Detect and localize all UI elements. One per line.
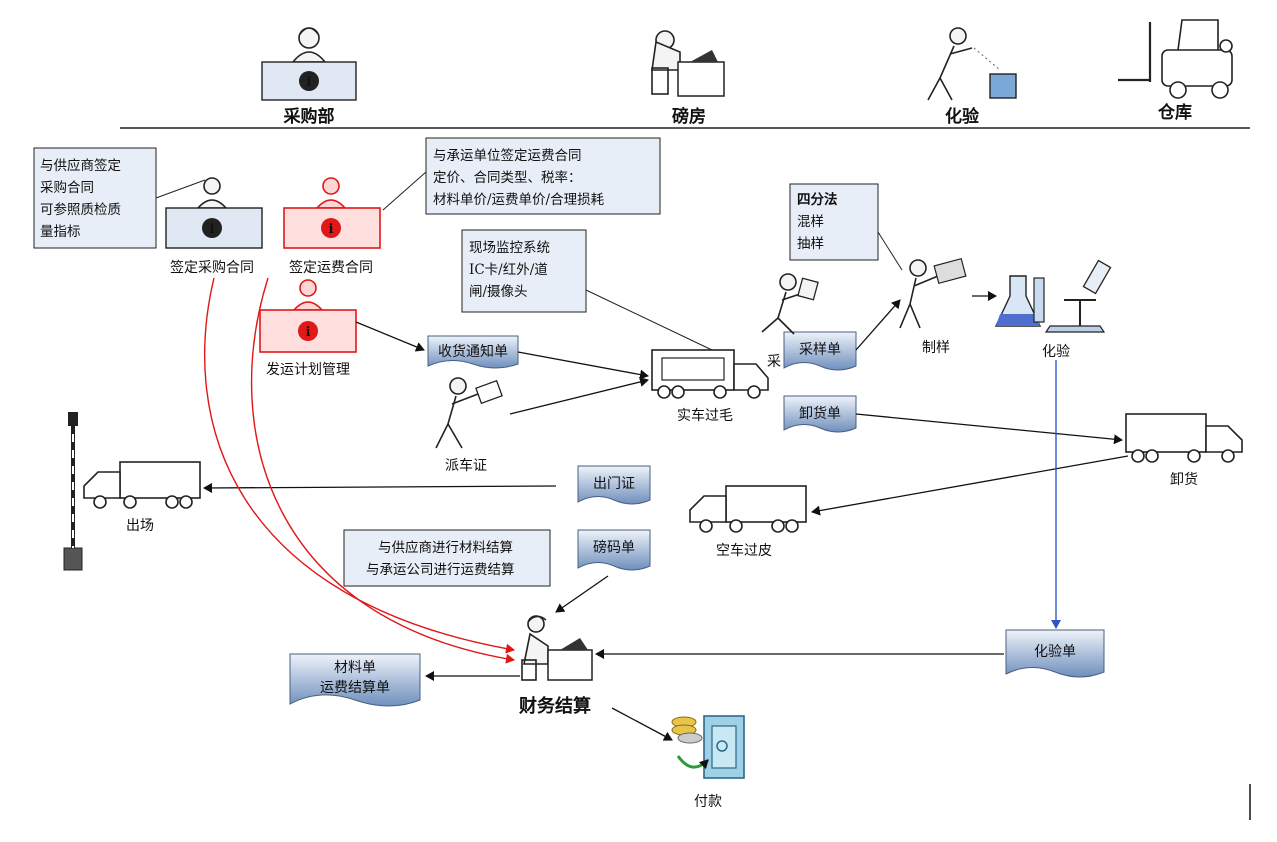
arrow-notice-to-weigh	[517, 351, 649, 380]
svg-text:采购合同: 采购合同	[40, 180, 94, 196]
svg-text:i: i	[329, 222, 334, 237]
svg-text:定价、合同类型、税率：: 定价、合同类型、税率：	[433, 169, 582, 186]
svg-text:i: i	[210, 222, 215, 237]
purchase-dept-icon: i	[261, 27, 357, 101]
dept-weighhouse: 磅房	[672, 106, 706, 127]
barrier-gate-icon	[63, 412, 83, 571]
payment-safe-icon	[671, 715, 745, 779]
svg-text:卸货单: 卸货单	[799, 405, 841, 422]
arrow-weighslip-to-finance	[555, 575, 609, 613]
note-quartering: 四分法 混样 抽样	[789, 183, 879, 261]
label-finance: 财务结算	[519, 695, 591, 717]
svg-text:现场监控系统: 现场监控系统	[469, 240, 550, 256]
doc-lab-sheet: 化验单	[1005, 629, 1105, 678]
svg-text:材料单价/运费单价/合理损耗: 材料单价/运费单价/合理损耗	[433, 192, 605, 208]
label-sign-freight: 签定运费合同	[289, 259, 373, 276]
label-exit-yard: 出场	[126, 518, 154, 534]
svg-text:运费结算单: 运费结算单	[320, 680, 390, 696]
sign-freight-desk: i	[283, 177, 381, 249]
arrow-gatepass-to-exit	[203, 482, 557, 493]
sampler-running-icon	[761, 273, 819, 335]
svg-text:量指标: 量指标	[40, 224, 81, 240]
truck-loaded-weigh-icon	[651, 349, 769, 399]
weighhouse-dept-icon	[651, 30, 725, 97]
sign-purchase-desk: i	[165, 177, 263, 249]
svg-text:化验单: 化验单	[1034, 644, 1076, 660]
lab-equipment-icon	[994, 259, 1112, 333]
truck-empty-weigh-icon	[689, 485, 807, 533]
arrow-sample-to-prep	[855, 299, 901, 351]
svg-text:与承运公司进行运费结算: 与承运公司进行运费结算	[366, 562, 515, 578]
doc-material-sheet: 材料单 运费结算单	[289, 653, 421, 707]
label-payment: 付款	[694, 794, 722, 810]
note-monitoring: 现场监控系统 IC卡/红外/道 闸/摄像头	[461, 229, 587, 313]
arrow-freight-contract-to-finance	[251, 277, 515, 664]
note-carrier-contract: 与承运单位签定运费合同 定价、合同类型、税率： 材料单价/运费单价/合理损耗	[425, 137, 661, 215]
dept-purchase: 采购部	[283, 106, 335, 127]
svg-text:收货通知单: 收货通知单	[438, 343, 508, 360]
label-loaded-weigh: 实车过毛	[677, 407, 733, 424]
svg-text:磅码单: 磅码单	[593, 539, 635, 556]
label-lab-test: 化验	[1042, 344, 1070, 360]
doc-sampling-sheet: 采样单	[783, 331, 857, 371]
label-unload: 卸货	[1170, 471, 1198, 488]
svg-text:材料单: 材料单	[334, 660, 376, 676]
dispatch-person-icon	[435, 377, 503, 449]
forklift-icon	[1118, 19, 1233, 99]
finance-worker-icon	[521, 615, 593, 681]
sample-prep-person-icon	[899, 257, 967, 329]
truck-unload-icon	[1125, 413, 1243, 463]
label-dispatch: 派车证	[445, 457, 487, 474]
doc-weigh-slip: 磅码单	[577, 529, 651, 571]
svg-text:可参照质检质: 可参照质检质	[40, 201, 121, 218]
svg-text:与承运单位签定运费合同: 与承运单位签定运费合同	[433, 147, 582, 164]
svg-text:采样单: 采样单	[799, 342, 841, 358]
label-sampling-partial: 采	[767, 354, 781, 370]
truck-exit-icon	[83, 461, 201, 509]
svg-text:IC卡/红外/道: IC卡/红外/道	[469, 262, 548, 278]
svg-text:与供应商进行材料结算: 与供应商进行材料结算	[378, 539, 513, 556]
arrow-purchase-contract-to-finance	[204, 277, 515, 654]
label-empty-weigh: 空车过皮	[716, 542, 772, 559]
svg-text:i: i	[306, 325, 311, 340]
svg-text:闸/摄像头: 闸/摄像头	[469, 284, 528, 300]
arrow-unload-sheet-to-unload	[855, 413, 1123, 445]
label-sample-prep: 制样	[922, 340, 950, 356]
note-supplier-contract: 与供应商签定 采购合同 可参照质检质 量指标	[33, 147, 157, 249]
arrow-finance-to-payment	[611, 707, 673, 741]
label-shipping-plan: 发运计划管理	[266, 362, 350, 378]
svg-text:混样: 混样	[797, 214, 824, 230]
shipping-plan-desk: i	[259, 279, 357, 353]
svg-text:i: i	[307, 75, 312, 90]
arrow-unload-to-empty	[811, 455, 1129, 516]
svg-text:出门证: 出门证	[593, 476, 635, 492]
doc-gate-pass: 出门证	[577, 465, 651, 505]
arrow-plan-to-notice	[355, 321, 425, 352]
doc-receipt-notice: 收货通知单	[427, 335, 519, 369]
dept-warehouse: 仓库	[1157, 102, 1192, 123]
arrow-dispatch-to-weigh	[509, 377, 649, 415]
label-sign-purchase: 签定采购合同	[170, 259, 254, 276]
note-settlement: 与供应商进行材料结算 与承运公司进行运费结算	[343, 529, 551, 587]
dept-lab: 化验	[945, 106, 980, 127]
lab-dept-icon	[927, 27, 1017, 101]
svg-text:四分法: 四分法	[797, 191, 838, 208]
doc-unload-sheet: 卸货单	[783, 395, 857, 433]
svg-text:与供应商签定: 与供应商签定	[40, 157, 121, 174]
svg-text:抽样: 抽样	[797, 236, 824, 252]
